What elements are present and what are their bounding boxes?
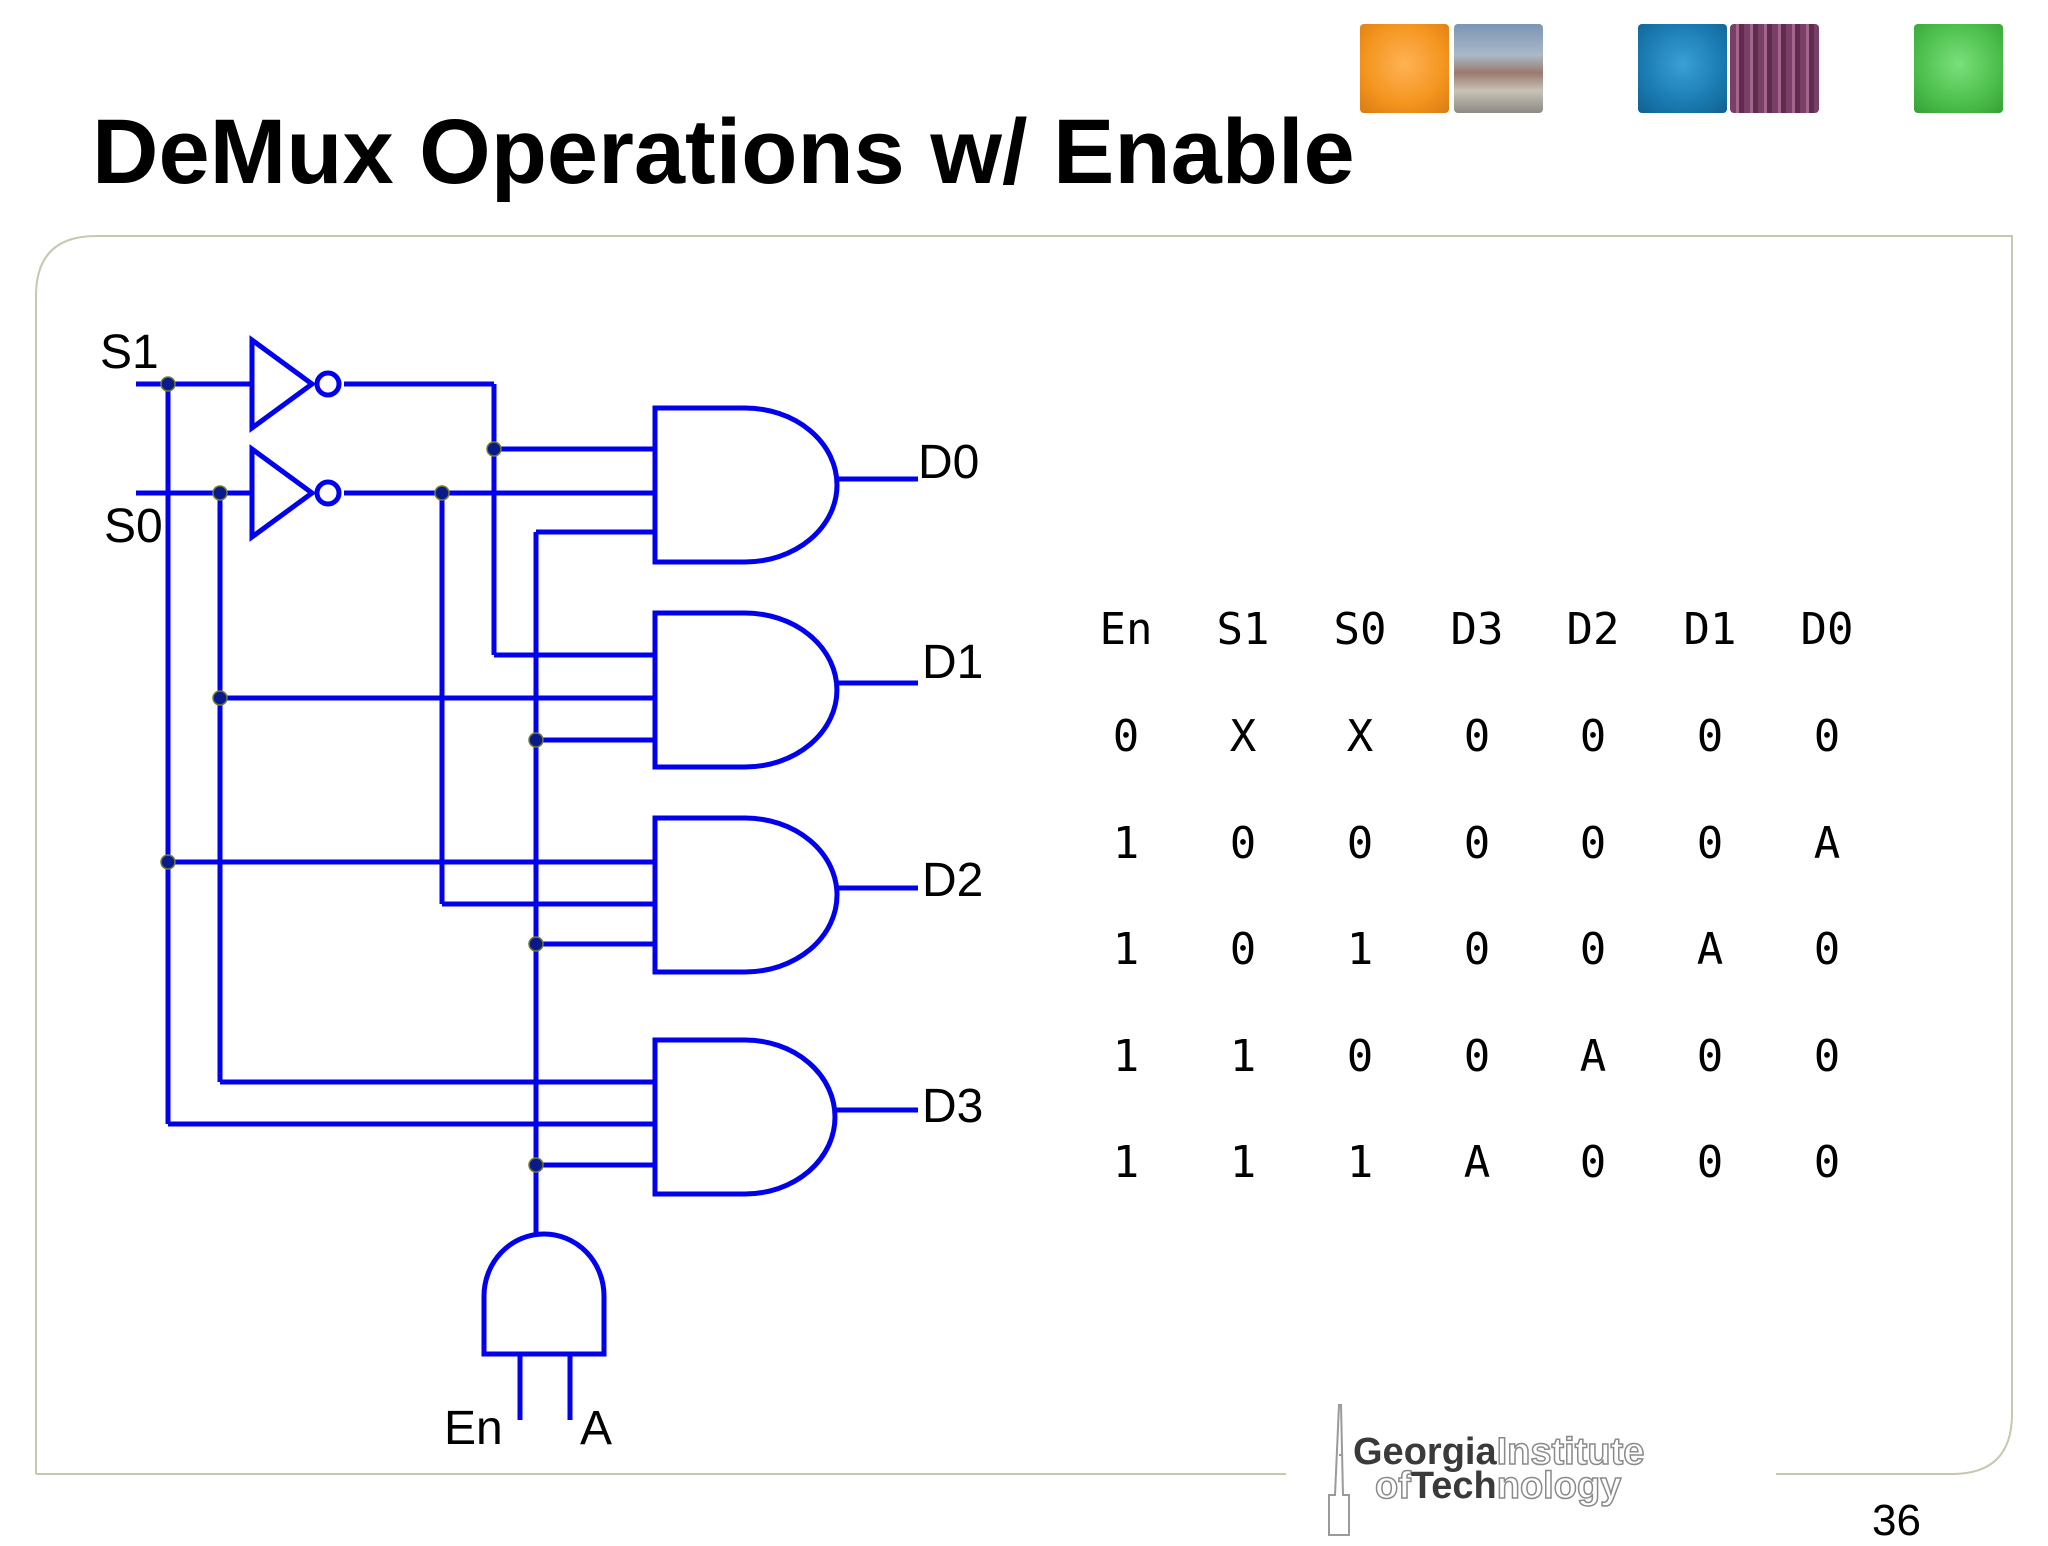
label-d0: D0 <box>918 436 979 489</box>
table-cell: 1 <box>1347 924 1374 975</box>
label-d1: D1 <box>922 636 983 689</box>
table-cell: 1 <box>1113 818 1140 869</box>
table-cell: 0 <box>1814 924 1841 975</box>
truth-table-row: 1 0 1 0 0 A 0 <box>1113 924 1841 975</box>
table-cell: 0 <box>1464 818 1491 869</box>
table-cell: 1 <box>1230 1137 1257 1188</box>
table-cell: 0 <box>1814 1031 1841 1082</box>
table-cell: A <box>1814 818 1841 869</box>
table-cell: 0 <box>1814 711 1841 762</box>
logo-text-line2: ofTechnology <box>1374 1465 1622 1507</box>
inverter-s0 <box>249 444 342 542</box>
and-gate-enable <box>481 1231 607 1357</box>
truth-table-header: En S1 S0 D3 D2 D1 D0 <box>1100 604 1854 655</box>
tech-tower-spire-icon <box>1328 1404 1350 1536</box>
table-cell: 1 <box>1113 1137 1140 1188</box>
label-a: A <box>580 1402 612 1455</box>
label-s1: S1 <box>100 326 159 379</box>
table-cell: 0 <box>1230 924 1257 975</box>
header-cell: S0 <box>1334 604 1387 655</box>
orange-tile <box>1360 24 1449 113</box>
table-cell: 0 <box>1697 1137 1724 1188</box>
table-cell: A <box>1464 1137 1491 1188</box>
table-cell: 0 <box>1464 924 1491 975</box>
circuit-board-photo-tile <box>1730 24 1819 113</box>
table-cell: 0 <box>1580 818 1607 869</box>
table-cell: 0 <box>1347 818 1374 869</box>
header-cell: D1 <box>1684 604 1737 655</box>
header-cell: S1 <box>1217 604 1270 655</box>
table-cell: 0 <box>1580 711 1607 762</box>
truth-table-row: 0 X X 0 0 0 0 <box>1113 711 1841 762</box>
logo-text-line1: GeorgiaInstitute <box>1353 1431 1645 1473</box>
and-gate-d1 <box>652 610 840 770</box>
header-cell: En <box>1100 604 1153 655</box>
label-d2: D2 <box>922 854 983 907</box>
junction-dots <box>160 376 544 1173</box>
and-gate-d2 <box>652 815 840 975</box>
table-cell: 0 <box>1464 711 1491 762</box>
circuit-wires <box>136 381 918 1420</box>
truth-table-row: 1 0 0 0 0 0 A <box>1113 818 1841 869</box>
table-cell: 1 <box>1230 1031 1257 1082</box>
table-cell: 0 <box>1697 711 1724 762</box>
table-cell: 1 <box>1113 1031 1140 1082</box>
table-cell: 0 <box>1814 1137 1841 1188</box>
table-cell: 0 <box>1113 711 1140 762</box>
truth-table-row: 1 1 1 A 0 0 0 <box>1113 1137 1841 1188</box>
table-cell: 0 <box>1580 924 1607 975</box>
table-cell: 0 <box>1347 1031 1374 1082</box>
georgia-tech-logo: GeorgiaInstitute ofTechnology <box>1325 1395 1765 1536</box>
label-d3: D3 <box>922 1080 983 1133</box>
campus-photo-tile <box>1454 24 1543 113</box>
page-number: 36 <box>1872 1496 1921 1545</box>
and-gate-d3 <box>652 1037 838 1197</box>
inverter-s1 <box>249 335 342 433</box>
blue-tile <box>1638 24 1727 113</box>
header-cell: D3 <box>1451 604 1504 655</box>
table-cell: 0 <box>1230 818 1257 869</box>
table-cell: X <box>1230 711 1257 762</box>
truth-table-row: 1 1 0 0 A 0 0 <box>1113 1031 1841 1082</box>
label-s0: S0 <box>104 500 163 553</box>
table-cell: 0 <box>1697 818 1724 869</box>
table-cell: A <box>1580 1031 1607 1082</box>
table-cell: A <box>1697 924 1724 975</box>
slide-title: DeMux Operations w/ Enable <box>92 101 1355 203</box>
table-cell: 0 <box>1697 1031 1724 1082</box>
table-cell: 0 <box>1580 1137 1607 1188</box>
table-cell: 1 <box>1113 924 1140 975</box>
header-cell: D2 <box>1567 604 1620 655</box>
and-gate-d0 <box>652 405 840 565</box>
table-cell: 0 <box>1464 1031 1491 1082</box>
table-cell: 1 <box>1347 1137 1374 1188</box>
header-cell: D0 <box>1801 604 1854 655</box>
table-cell: X <box>1347 711 1374 762</box>
label-en: En <box>444 1402 503 1455</box>
green-tile <box>1914 24 2003 113</box>
truth-table: En S1 S0 D3 D2 D1 D0 0 X X 0 0 0 0 1 0 0… <box>1100 604 1854 1188</box>
